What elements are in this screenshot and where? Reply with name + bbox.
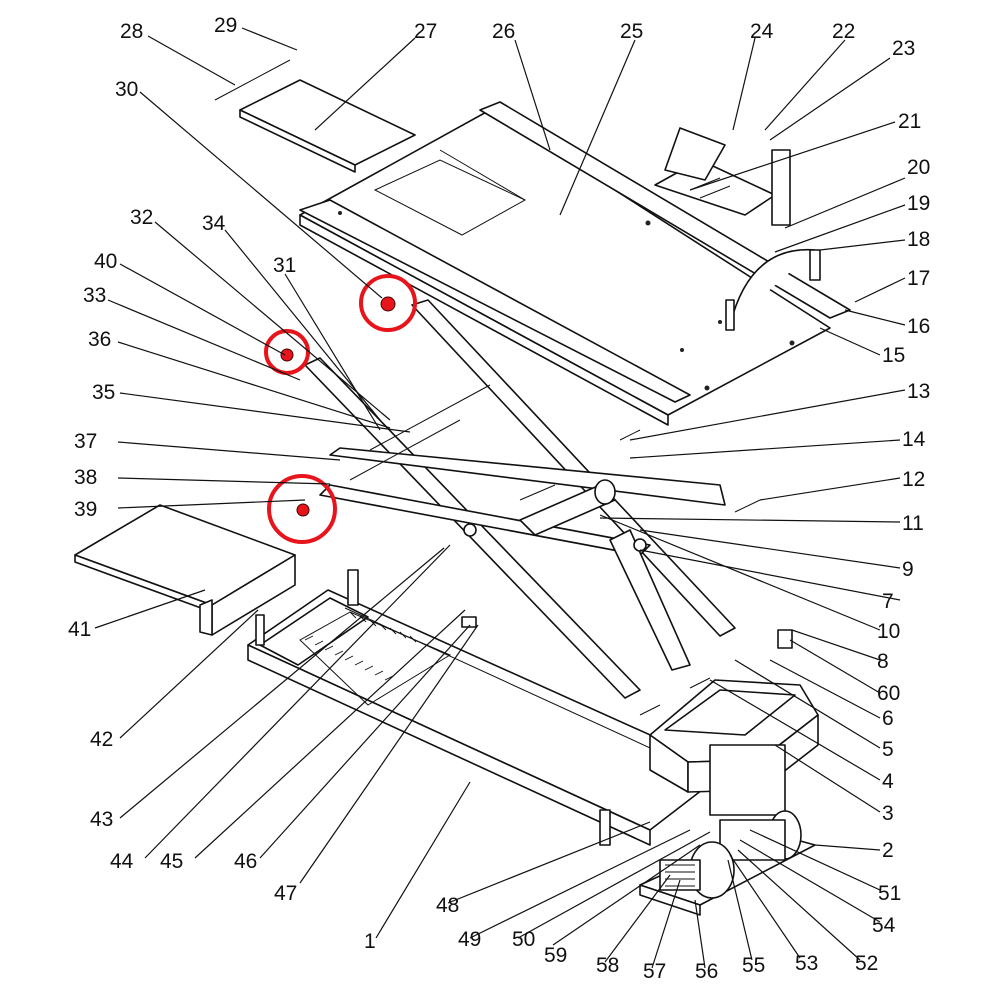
wheel-chock <box>654 127 791 226</box>
callout-34: 34 <box>202 212 226 235</box>
callout-58: 58 <box>596 954 619 977</box>
callout-29: 29 <box>214 14 237 37</box>
callout-18: 18 <box>907 228 930 251</box>
callout-27: 27 <box>414 20 437 43</box>
callout-42: 42 <box>90 728 113 751</box>
base-frame <box>247 569 729 846</box>
callout-20: 20 <box>907 156 930 179</box>
highlight-rings <box>264 274 417 544</box>
callout-43: 43 <box>90 808 113 831</box>
callout-15: 15 <box>882 344 905 367</box>
callout-6: 6 <box>882 707 894 730</box>
callout-7: 7 <box>882 590 894 613</box>
callout-60: 60 <box>877 682 900 705</box>
callout-41: 41 <box>68 618 91 641</box>
callout-59: 59 <box>544 944 567 967</box>
callout-49: 49 <box>458 928 481 951</box>
callout-38: 38 <box>74 466 97 489</box>
callout-51: 51 <box>878 882 901 905</box>
part-number-labels: 1 2 3 4 5 6 7 8 9 10 11 12 13 14 15 16 1… <box>68 14 930 983</box>
side-ramp <box>74 504 296 636</box>
leader-lines <box>94 27 906 969</box>
callout-14: 14 <box>902 428 926 451</box>
callout-4: 4 <box>882 770 894 793</box>
hardware-pins <box>461 429 793 716</box>
callout-31: 31 <box>273 254 296 277</box>
callout-53: 53 <box>795 952 818 975</box>
callout-54: 54 <box>872 914 896 937</box>
motor-base-plate <box>639 810 816 916</box>
callout-2: 2 <box>882 839 894 862</box>
callout-36: 36 <box>88 328 111 351</box>
callout-23: 23 <box>892 37 915 60</box>
callout-57: 57 <box>643 960 666 983</box>
callout-52: 52 <box>855 952 878 975</box>
callout-26: 26 <box>492 20 515 43</box>
highlighted-nuts <box>280 296 396 517</box>
callout-12: 12 <box>902 468 925 491</box>
callout-11: 11 <box>902 512 924 535</box>
callout-56: 56 <box>695 960 718 983</box>
callout-55: 55 <box>742 954 765 977</box>
callout-37: 37 <box>74 430 97 453</box>
callout-30: 30 <box>115 78 138 101</box>
callout-40: 40 <box>94 250 117 273</box>
highlight-ring-40 <box>264 329 310 375</box>
callout-22: 22 <box>832 20 855 43</box>
callout-39: 39 <box>74 498 97 521</box>
highlight-ring-30 <box>359 274 417 332</box>
callout-5: 5 <box>882 738 894 761</box>
highlight-ring-39 <box>267 474 337 544</box>
callout-35: 35 <box>92 381 115 404</box>
power-unit-cover <box>649 679 819 816</box>
callout-24: 24 <box>750 20 774 43</box>
callout-50: 50 <box>512 928 535 951</box>
callout-17: 17 <box>907 267 930 290</box>
callout-3: 3 <box>882 802 894 825</box>
callout-47: 47 <box>274 882 297 905</box>
callout-25: 25 <box>620 20 643 43</box>
hydraulic-cylinder <box>519 479 616 536</box>
callout-32: 32 <box>130 206 153 229</box>
callout-46: 46 <box>234 850 257 873</box>
callout-33: 33 <box>83 284 106 307</box>
callout-44: 44 <box>110 850 134 873</box>
callout-28: 28 <box>120 20 143 43</box>
callout-9: 9 <box>902 558 914 581</box>
assembly-drawing <box>74 59 851 916</box>
callout-10: 10 <box>877 620 900 643</box>
callout-48: 48 <box>436 894 459 917</box>
rear-extension-plate <box>214 59 416 173</box>
callout-1: 1 <box>364 930 376 953</box>
callout-8: 8 <box>877 650 889 673</box>
callout-45: 45 <box>160 850 183 873</box>
handle-bar <box>725 248 821 331</box>
main-platform <box>299 101 851 426</box>
callout-16: 16 <box>907 315 930 338</box>
callout-21: 21 <box>898 110 921 133</box>
scissor-arms <box>304 299 736 699</box>
callout-13: 13 <box>907 380 930 403</box>
callout-19: 19 <box>907 192 930 215</box>
